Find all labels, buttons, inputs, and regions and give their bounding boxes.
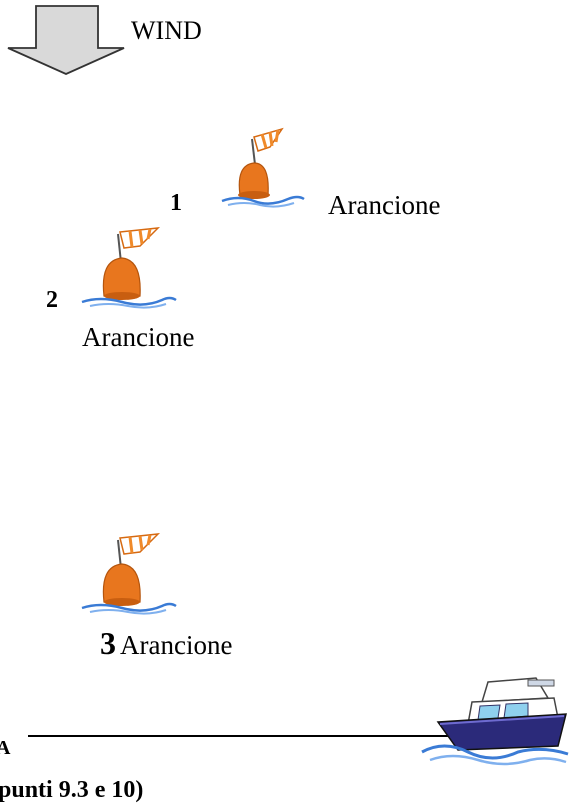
buoy-1-icon (221, 127, 305, 208)
mark-1-number: 1 (170, 190, 182, 216)
start-line-end-letter: A (0, 737, 11, 759)
mark-2-color-label: Arancione (82, 322, 195, 352)
wind-label: WIND (131, 16, 202, 45)
mark-3-number: 3 (100, 625, 116, 661)
mark-3-label: 3 Arancione (100, 625, 232, 662)
buoy-3-icon (81, 533, 177, 615)
start-line (28, 735, 450, 737)
mark-2-number: 2 (46, 287, 58, 313)
wind-arrow (7, 5, 125, 75)
mark-1-color-label: Arancione (328, 190, 441, 220)
footer-note: punti 9.3 e 10) (0, 777, 144, 803)
buoy-2-icon (81, 227, 177, 309)
committee-boat-icon (421, 677, 569, 766)
mark-3-color-label: Arancione (120, 630, 233, 660)
